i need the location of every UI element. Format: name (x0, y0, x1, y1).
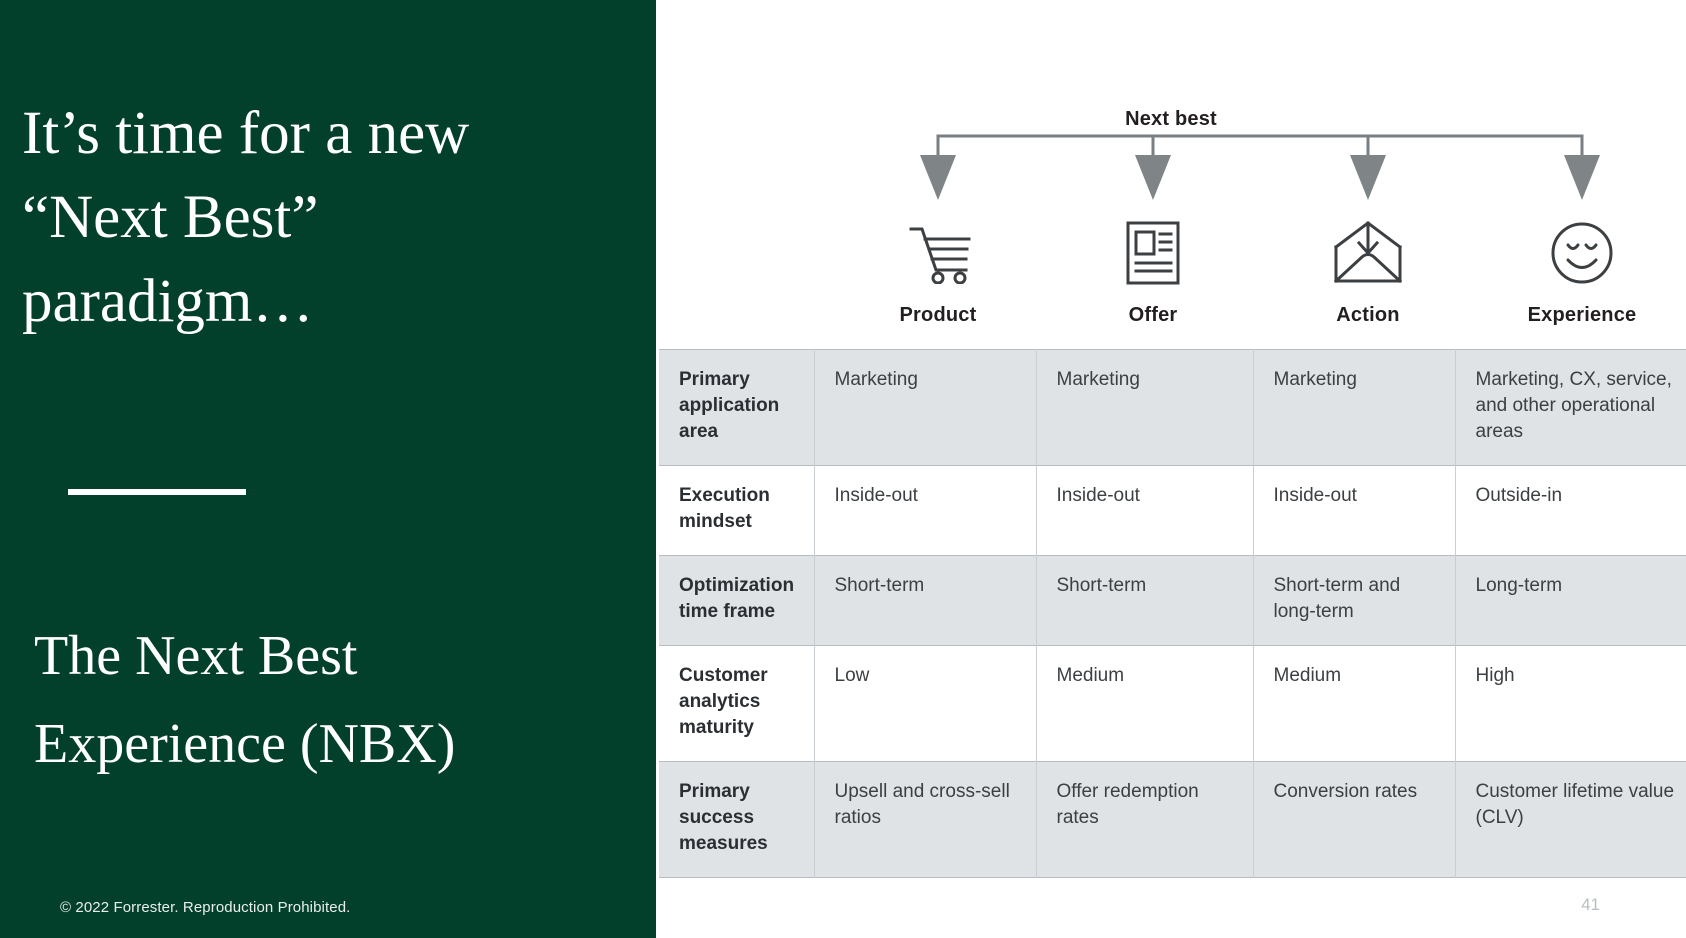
diagram-column-offer: Offer (1063, 218, 1243, 327)
cell-experience: Marketing, CX, service, and other operat… (1454, 349, 1686, 466)
next-best-diagram: Next best (656, 0, 1686, 350)
table-row: Primary success measures Upsell and cros… (659, 761, 1686, 878)
diagram-label-offer: Offer (1128, 304, 1178, 326)
table-row: Primary application area Marketing Marke… (659, 349, 1686, 466)
row-label: Primary application area (659, 349, 814, 466)
diagram-column-action: Action (1278, 218, 1458, 327)
cell-offer: Medium (1035, 645, 1253, 762)
document-article-icon (1063, 218, 1243, 288)
cell-product: Short-term (813, 555, 1036, 646)
cell-product: Low (813, 645, 1036, 762)
diagram-column-product: Product (848, 218, 1028, 327)
copyright-notice: © 2022 Forrester. Reproduction Prohibite… (60, 899, 351, 916)
cell-product: Marketing (813, 349, 1036, 466)
diagram-icon-row: Product (656, 218, 1686, 348)
row-label: Execution mindset (659, 465, 814, 556)
cell-offer: Inside-out (1035, 465, 1253, 556)
cell-offer: Offer redemption rates (1035, 761, 1253, 878)
page-number: 41 (1581, 895, 1600, 914)
envelope-download-icon (1278, 218, 1458, 288)
cell-experience: High (1454, 645, 1686, 762)
slide-subheadline: The Next Best Experience (NBX) (34, 625, 456, 775)
diagram-column-experience: Experience (1492, 218, 1672, 327)
diagram-label-product: Product (899, 304, 977, 326)
slide-headline: It’s time for a new “Next Best” paradigm… (22, 100, 470, 335)
cell-offer: Short-term (1035, 555, 1253, 646)
table-row: Optimization time frame Short-term Short… (659, 555, 1686, 646)
smiley-face-icon (1492, 218, 1672, 288)
cell-action: Inside-out (1252, 465, 1455, 556)
divider-rule (68, 489, 246, 495)
table-row: Execution mindset Inside-out Inside-out … (659, 465, 1686, 556)
cell-offer: Marketing (1035, 349, 1253, 466)
cell-experience: Long-term (1454, 555, 1686, 646)
cell-action: Medium (1252, 645, 1455, 762)
bracket-connector (920, 134, 1600, 200)
diagram-label-experience: Experience (1527, 304, 1637, 326)
comparison-matrix-table: Primary application area Marketing Marke… (659, 349, 1686, 878)
row-label: Customer analytics maturity (659, 645, 814, 762)
diagram-label-action: Action (1336, 304, 1400, 326)
left-title-panel: It’s time for a new “Next Best” paradigm… (0, 0, 656, 938)
cell-product: Inside-out (813, 465, 1036, 556)
row-label: Primary success measures (659, 761, 814, 878)
table-row: Customer analytics maturity Low Medium M… (659, 645, 1686, 762)
cell-experience: Outside-in (1454, 465, 1686, 556)
diagram-title: Next best (1125, 108, 1217, 130)
cell-action: Conversion rates (1252, 761, 1455, 878)
cell-product: Upsell and cross-sell ratios (813, 761, 1036, 878)
shopping-cart-icon (848, 218, 1028, 288)
cell-action: Marketing (1252, 349, 1455, 466)
row-label: Optimization time frame (659, 555, 814, 646)
cell-experience: Customer lifetime value (CLV) (1454, 761, 1686, 878)
cell-action: Short-term and long-term (1252, 555, 1455, 646)
